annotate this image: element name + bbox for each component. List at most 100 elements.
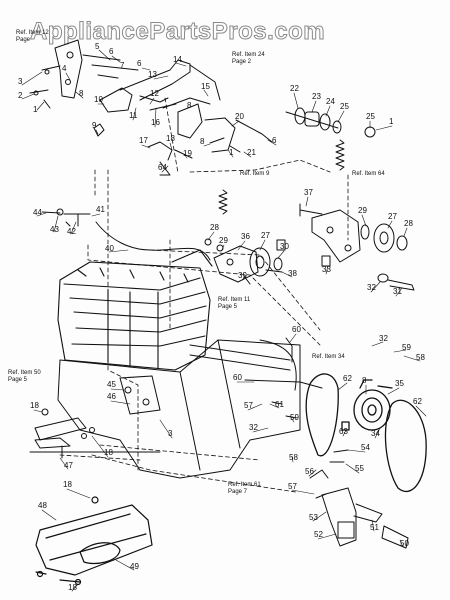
callout-2: 2 (18, 91, 23, 100)
lower-bracket (309, 449, 409, 549)
callout-62: 62 (343, 374, 352, 383)
callout-48: 48 (38, 501, 47, 510)
ref-item-64: Ref. Item 64 (352, 171, 385, 177)
callout-57: 57 (244, 401, 253, 410)
callout-23: 23 (312, 92, 321, 101)
ref-item-12: Ref. Item 12 Page (16, 30, 50, 43)
callout-60: 60 (292, 325, 301, 334)
callout-18: 18 (30, 401, 39, 410)
callout-64: 64 (158, 163, 167, 172)
callout-32: 32 (379, 334, 388, 343)
callout-24: 24 (326, 97, 335, 106)
callout-47: 47 (64, 461, 73, 470)
callout-28: 28 (404, 219, 413, 228)
callout-27: 27 (261, 231, 270, 240)
ref-item-50: Ref. Item 50 Page 5 (8, 370, 42, 383)
engine (57, 249, 213, 371)
ref-item-34: Ref. Item 34 (312, 354, 345, 360)
callout-31: 31 (393, 287, 402, 296)
callout-36: 36 (241, 232, 250, 241)
callout-18: 18 (63, 480, 72, 489)
callout-33: 33 (322, 265, 331, 274)
callout-10: 10 (94, 95, 103, 104)
callout-58: 58 (416, 353, 425, 362)
callout-8: 8 (79, 89, 84, 98)
upper-linkage (29, 39, 273, 176)
callout-11: 11 (129, 111, 138, 120)
callout-1: 1 (389, 117, 394, 126)
ref-item-61: Ref. Item 61 Page 7 (228, 482, 262, 495)
callout-30: 30 (280, 242, 289, 251)
callout-8: 8 (187, 101, 192, 110)
callout-41: 41 (96, 205, 105, 214)
callout-34: 34 (371, 429, 380, 438)
leader-lines (21, 49, 427, 592)
chassis (57, 337, 323, 479)
callout-27: 27 (388, 212, 397, 221)
callout-8: 8 (200, 137, 205, 146)
callout-40: 40 (105, 244, 114, 253)
callout-29: 29 (219, 236, 228, 245)
springs (218, 139, 345, 215)
callout-59: 59 (402, 343, 411, 352)
callout-62: 62 (413, 397, 422, 406)
callout-42: 42 (67, 227, 76, 236)
callout-16: 16 (151, 118, 160, 127)
callout-19: 19 (183, 149, 192, 158)
callout-13: 13 (148, 70, 157, 79)
callout-52: 52 (314, 530, 323, 539)
callout-57: 57 (288, 482, 297, 491)
callout-4: 4 (62, 64, 67, 73)
callout-43: 43 (50, 225, 59, 234)
callout-28: 28 (210, 223, 219, 232)
callout-60: 60 (233, 373, 242, 382)
callout-56: 56 (305, 467, 314, 476)
callout-6: 6 (137, 59, 142, 68)
watermark: AppliancePartsPros.com (29, 18, 326, 46)
callout-6: 6 (272, 136, 277, 145)
callout-53: 53 (309, 513, 318, 522)
callout-35: 35 (395, 379, 404, 388)
callout-5: 5 (95, 42, 100, 51)
callout-32: 32 (249, 423, 258, 432)
callout-50: 50 (400, 539, 409, 548)
belts (305, 373, 427, 493)
callout-38: 38 (288, 269, 297, 278)
callout-17: 17 (139, 136, 148, 145)
callout-37: 37 (304, 188, 313, 197)
callout-18: 18 (104, 448, 113, 457)
callout-3: 3 (168, 429, 173, 438)
callout-44: 44 (33, 208, 42, 217)
callout-7: 7 (120, 61, 125, 70)
callout-46: 46 (107, 392, 116, 401)
callout-45: 45 (107, 380, 116, 389)
callout-6: 6 (109, 47, 114, 56)
ref-item-9: Ref. Item 9 (240, 171, 270, 177)
callout-25: 25 (340, 102, 349, 111)
callout-21: 21 (247, 148, 256, 157)
callout-3: 3 (18, 77, 23, 86)
callout-51: 51 (370, 523, 379, 532)
ref-item-11: Ref. Item 11 Page 5 (218, 297, 252, 310)
axle-assembly (285, 107, 376, 138)
callout-63: 63 (339, 427, 348, 436)
callout-39: 39 (238, 271, 247, 280)
callout-32: 32 (367, 283, 376, 292)
callout-20: 20 (235, 112, 244, 121)
ref-item-24: Ref. Item 24 Page 2 (232, 52, 266, 65)
callout-22: 22 (290, 84, 299, 93)
reference-notes: Ref. Item 12 Page Ref. Item 24 Page 2 Re… (8, 30, 385, 495)
callout-59: 59 (290, 413, 299, 422)
callout-9: 9 (92, 121, 97, 130)
callout-18: 18 (166, 134, 175, 143)
dashed-frame (59, 97, 349, 493)
callout-29: 29 (358, 206, 367, 215)
idler-bracket-left (204, 238, 286, 285)
callout-54: 54 (361, 443, 370, 452)
callout-1: 1 (33, 105, 38, 114)
callout-49: 49 (130, 562, 139, 571)
callout-25: 25 (366, 112, 375, 121)
